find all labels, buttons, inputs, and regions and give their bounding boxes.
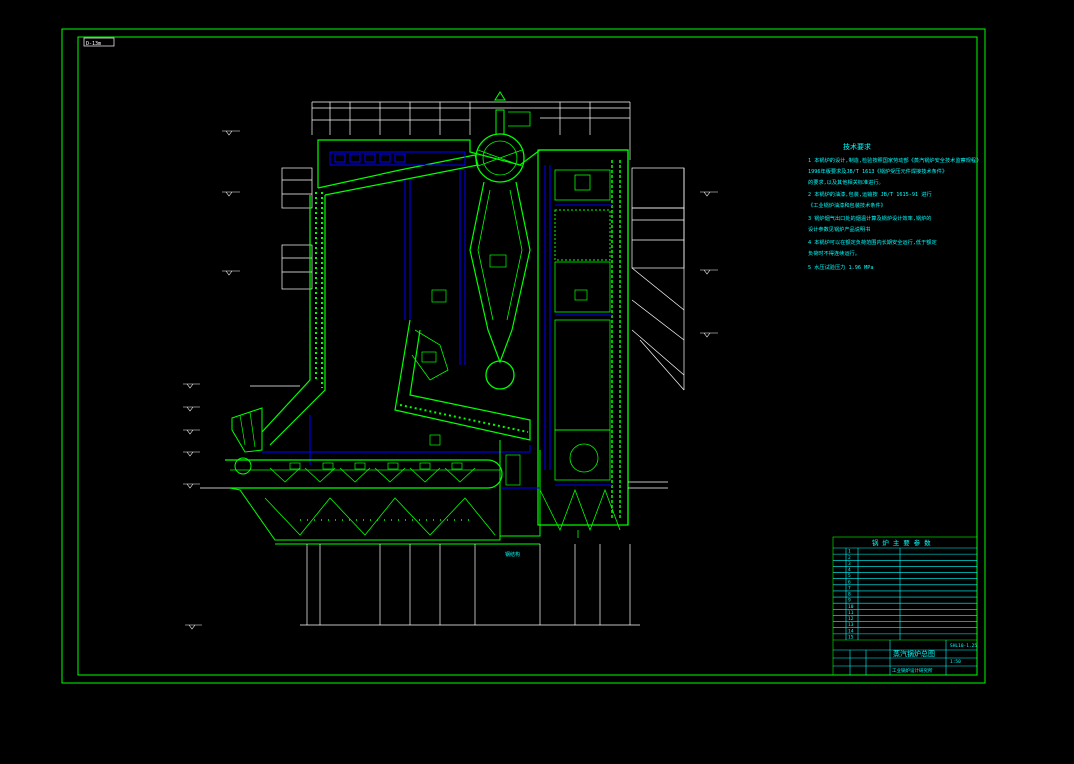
inner-frame <box>77 36 978 676</box>
tech-note-line: 设计参数见锅炉产品说明书 <box>808 225 870 233</box>
label-structure: 钢结构 <box>505 551 520 558</box>
table-row-number: 12 <box>848 616 854 622</box>
parameter-table <box>832 536 978 676</box>
outer-frame <box>61 28 986 684</box>
table-row-number: 10 <box>848 604 854 610</box>
furnace-wall-dots <box>315 192 323 388</box>
designer-name: 工业锅炉设计研究所 <box>892 667 933 674</box>
tech-note-line: 负荷时不得连续运行。 <box>808 249 860 257</box>
table-row-number: 6 <box>848 579 851 585</box>
table-row-number: 15 <box>848 635 854 641</box>
tech-note-line: 的要求,以及其他相关标准进行。 <box>808 178 884 186</box>
convection-bank <box>469 181 531 364</box>
header-boxes <box>334 153 406 163</box>
boiler-assembly <box>200 91 685 626</box>
coal-hopper <box>231 407 263 475</box>
table-row-number: 2 <box>848 555 851 561</box>
tech-note-line: 1996年版要求及JB/T 1613《锅炉受压元件焊接技术条件》 <box>808 167 947 175</box>
downcomers <box>309 165 551 470</box>
drawing-number: SHL10-1.25 <box>950 643 977 649</box>
safety-valve <box>495 109 505 135</box>
front-arch <box>317 154 479 196</box>
table-row-number: 3 <box>848 561 851 567</box>
rear-arch <box>394 319 531 441</box>
left-platforms <box>281 167 313 290</box>
tech-notes: 技术要求 1 本锅炉的设计,制造,检验按照国家劳动部《蒸汽锅炉安全技术监察规程》… <box>808 142 981 271</box>
chain-grate <box>225 459 503 489</box>
drawing-scale: 1:50 <box>950 659 961 665</box>
tech-notes-title: 技术要求 <box>843 142 871 151</box>
table-row-number: 13 <box>848 622 854 628</box>
table-row-number: 4 <box>848 567 851 573</box>
table-row-number: 11 <box>848 610 854 616</box>
table-row-number: 7 <box>848 585 851 591</box>
right-platforms <box>631 167 685 391</box>
table-row-number: 1 <box>848 549 851 555</box>
tech-note-line: 2 本锅炉的油漆,包装,运输按 JB/T 1615-91 进行 <box>808 190 932 198</box>
tech-note-line: 5 水压试验压力 1.96 MPa <box>808 263 873 271</box>
top-platform <box>311 101 631 160</box>
foundation <box>300 544 640 626</box>
table-row-number: 8 <box>848 592 851 598</box>
tech-note-line: 4 本锅炉可以在额定负荷范围内长期安全运行,低于额定 <box>808 238 937 246</box>
table-title: 锅 炉 主 要 参 数 <box>872 538 931 547</box>
table-row-number: 5 <box>848 573 851 579</box>
elevation-markers <box>183 130 718 630</box>
economiser <box>537 149 629 538</box>
sheet-tag: D-13m <box>83 37 115 47</box>
tech-note-line: 《工业锅炉油漆和包装技术条件》 <box>808 201 886 209</box>
ash-hoppers <box>229 487 540 545</box>
tech-note-line: 1 本锅炉的设计,制造,检验按照国家劳动部《蒸汽锅炉安全技术监察规程》 <box>808 156 981 164</box>
svg-text:D-13m: D-13m <box>86 41 101 47</box>
drawing-title: 蒸汽锅炉总图 <box>893 649 935 658</box>
table-row-number: 14 <box>848 628 854 634</box>
table-row-number: 9 <box>848 598 851 604</box>
tech-note-line: 3 锅炉烟气出口处的烟温计算及锅炉设计效率,锅炉的 <box>808 214 932 222</box>
mud-drum <box>485 360 515 390</box>
